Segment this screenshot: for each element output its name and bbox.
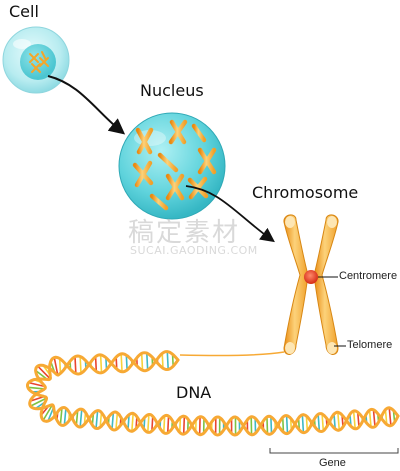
dna-base-pair: [333, 414, 336, 429]
dna-base-pair: [388, 407, 392, 426]
dna-base-pair: [166, 416, 170, 433]
dna-base-pair: [337, 412, 341, 431]
dna-base-pair: [99, 412, 103, 428]
dna-base-pair: [94, 356, 98, 372]
dna-base-pair: [266, 416, 269, 434]
dna-helix: [26, 350, 400, 437]
dna-base-pair: [356, 412, 360, 428]
label-chromosome: Chromosome: [252, 183, 359, 202]
dna-base-pair: [140, 353, 144, 371]
dna-strand-link: [179, 351, 285, 357]
dna-base-pair: [285, 415, 289, 434]
dna-base-pair: [127, 414, 130, 430]
telomere-bottom-right: [327, 342, 337, 354]
dna-base-pair: [30, 397, 47, 407]
dna-base-pair: [58, 358, 62, 374]
dna-base-pair: [42, 404, 54, 421]
dna-base-pair: [321, 413, 325, 431]
telomere-bottom-left: [285, 342, 295, 354]
dna-base-pair: [182, 416, 186, 435]
dna-base-pair: [79, 356, 82, 374]
dna-base-pair: [352, 410, 356, 429]
dna-base-pair: [301, 414, 305, 433]
chromosome-illustration: [283, 214, 339, 355]
dna-base-pair: [74, 356, 77, 374]
mini-chromosomes: [29, 51, 49, 73]
telomere-top-left: [285, 216, 295, 228]
dna-base-pair: [384, 409, 388, 425]
dna-base-pair: [151, 416, 154, 432]
dna-base-pair: [75, 410, 79, 426]
dna-base-pair: [99, 354, 103, 373]
dna-backbone-strand-2: [26, 351, 400, 437]
dna-base-pair: [79, 409, 83, 428]
dna-base-pair: [131, 413, 134, 432]
centromere-dot: [304, 270, 318, 284]
arrow-nucleus-to-chromosome: [185, 185, 275, 243]
cell-illustration: [2, 26, 70, 94]
dna-base-pair: [37, 365, 51, 380]
label-nucleus: Nucleus: [140, 81, 204, 100]
dna-base-pair: [166, 351, 169, 370]
dna-base-pair: [63, 408, 67, 426]
dna-base-pair: [115, 412, 119, 430]
dna-base-pair: [147, 414, 150, 433]
dna-base-pair: [95, 410, 99, 429]
dna-base-pair: [281, 417, 285, 433]
dna-base-pair: [178, 417, 182, 433]
label-centromere: Centromere: [339, 270, 398, 282]
dna-base-pair: [120, 353, 123, 372]
dna-base-pair: [368, 410, 372, 427]
arrow-cell-to-nucleus: [47, 75, 126, 135]
dna-base-pair: [53, 357, 59, 376]
label-cell: Cell: [9, 2, 39, 21]
chromatid-left: [283, 214, 309, 355]
dna-base-pair: [161, 353, 164, 369]
dna-base-pair: [372, 409, 376, 427]
label-gene: Gene: [319, 457, 346, 469]
dna-base-pair: [317, 414, 321, 432]
dna-base-pair: [111, 412, 115, 430]
chromatid-right: [313, 214, 339, 355]
dna-base-pair: [28, 381, 46, 388]
dna-base-pair: [270, 416, 273, 434]
dna-base-pair: [305, 416, 309, 431]
dna-base-pair: [125, 355, 128, 371]
dna-base-pair: [146, 353, 149, 370]
dna-base-pair: [59, 407, 63, 425]
label-telomere: Telomere: [347, 339, 393, 351]
label-dna: DNA: [176, 383, 212, 402]
gene-bracket: [269, 448, 399, 454]
telomere-top-right: [327, 216, 337, 228]
nucleus-illustration: [118, 112, 226, 220]
dna-base-pair: [162, 415, 166, 433]
dna-base-pair: [27, 386, 45, 390]
